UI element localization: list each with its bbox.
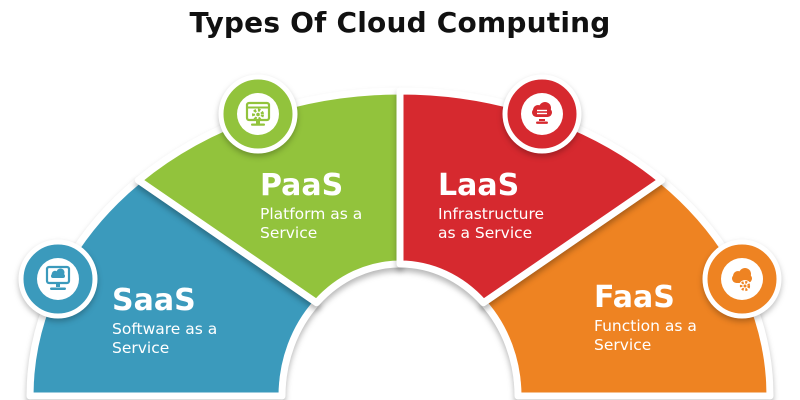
paas-description: Platform as a Service xyxy=(260,204,363,242)
saas-badge-inner xyxy=(37,258,79,300)
saas-badge xyxy=(18,239,98,319)
faas-acronym: FaaS xyxy=(594,280,675,315)
window-gear-icon xyxy=(245,101,271,126)
label-faas: FaaS Function as a Service xyxy=(594,282,706,355)
saas-description: Software as a Service xyxy=(112,319,218,357)
label-saas: SaaS Software as a Service xyxy=(112,285,232,358)
paas-badge xyxy=(218,74,298,154)
segment-faas xyxy=(479,176,774,400)
segment-saas xyxy=(26,176,321,400)
label-laas: LaaS Infrastructure as a Service xyxy=(438,170,564,243)
saas-acronym: SaaS xyxy=(112,283,196,318)
label-paas: PaaS Platform as a Service xyxy=(260,170,366,243)
faas-badge xyxy=(702,239,782,319)
laas-description: Infrastructure as a Service xyxy=(438,204,545,242)
laas-badge xyxy=(502,74,582,154)
segment-paas xyxy=(134,87,404,307)
segment-laas xyxy=(396,87,666,307)
paas-acronym: PaaS xyxy=(260,168,344,203)
cloud-server-icon xyxy=(532,102,552,124)
page-title: Types Of Cloud Computing xyxy=(189,6,611,39)
monitor-cloud-icon xyxy=(45,265,71,290)
cloud-gear-icon xyxy=(732,268,752,292)
laas-acronym: LaaS xyxy=(438,168,520,203)
faas-description: Function as a Service xyxy=(594,316,697,354)
